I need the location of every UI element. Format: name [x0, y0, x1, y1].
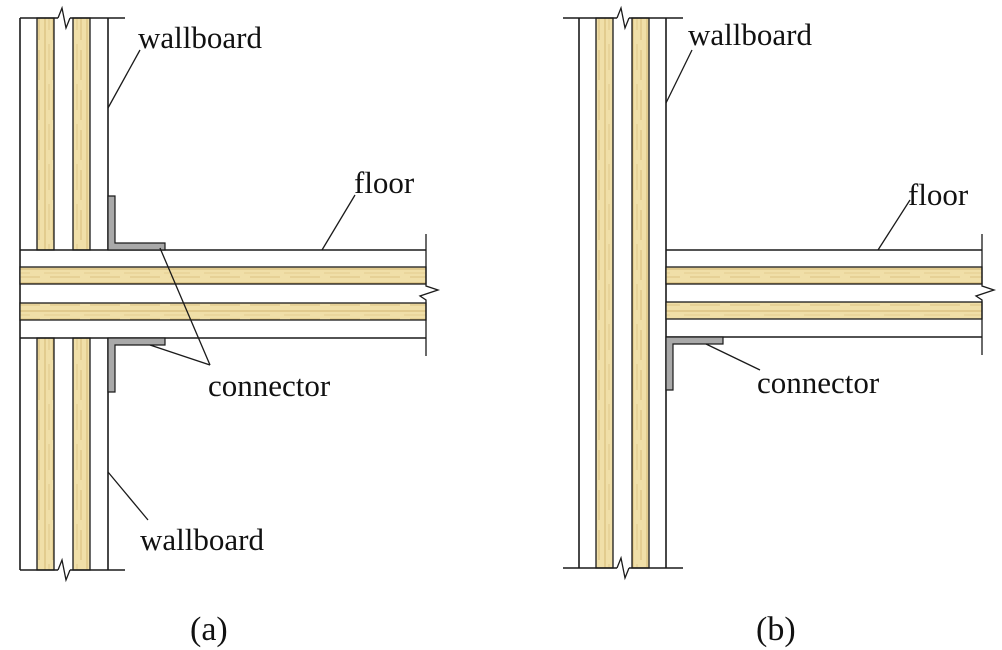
leader-wallboard-bottom-a — [107, 471, 149, 521]
label-connector-a: connector — [208, 368, 331, 403]
leader-connector-a-1 — [159, 247, 211, 366]
panel-b: wallboard floor connector (b) — [563, 5, 997, 648]
connector-upper — [107, 195, 166, 251]
leader-floor-a — [321, 194, 356, 251]
upper-wallboard — [19, 5, 125, 251]
leader-connector-b — [705, 343, 761, 371]
continuous-wallboard — [563, 5, 683, 581]
leader-floor-b — [877, 199, 911, 251]
label-wallboard-bottom-a: wallboard — [140, 522, 264, 557]
label-wallboard-b: wallboard — [688, 17, 812, 52]
connector-b — [665, 336, 724, 391]
label-floor-a: floor — [354, 165, 415, 200]
floor-slab — [19, 234, 441, 356]
caption-a: (a) — [190, 611, 228, 648]
connector-lower — [107, 337, 166, 393]
leader-connector-a-2 — [149, 344, 211, 366]
caption-b: (b) — [756, 611, 796, 648]
label-wallboard-top-a: wallboard — [138, 20, 262, 55]
leader-wallboard-b — [665, 49, 693, 104]
label-floor-b: floor — [908, 177, 969, 212]
leader-wallboard-top-a — [107, 49, 141, 109]
label-connector-b: connector — [757, 365, 880, 400]
floor-slab-b — [665, 234, 997, 355]
panel-a: wallboard floor connector wallboard (a) — [19, 5, 441, 648]
